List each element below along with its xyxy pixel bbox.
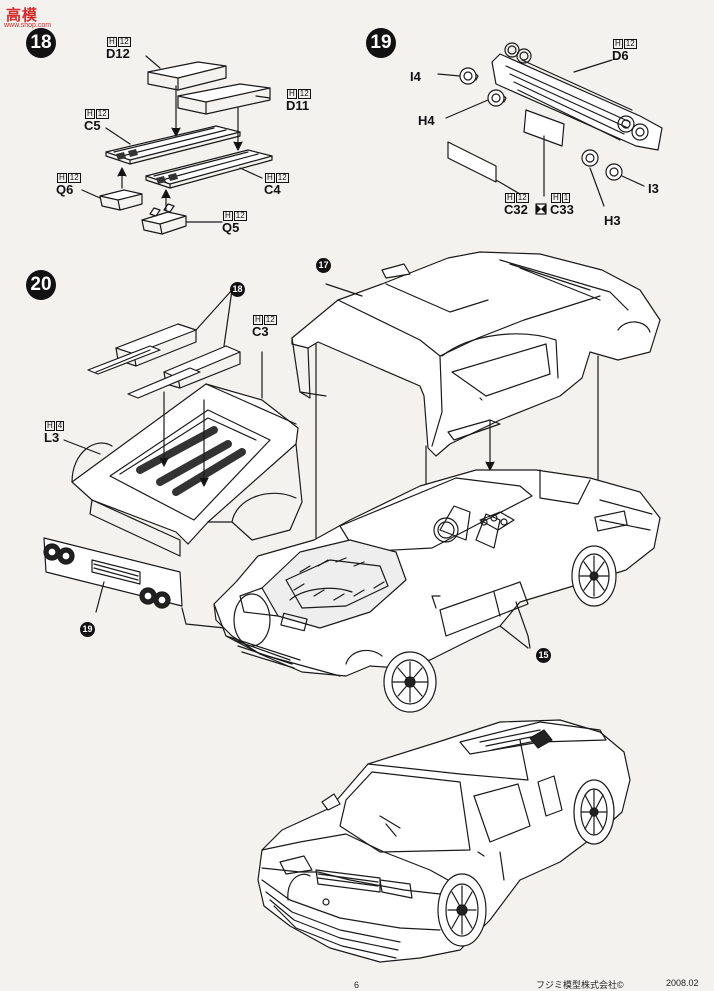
ref-badge-18: 18 <box>230 282 245 297</box>
step-19-badge: 19 <box>366 28 396 58</box>
chassis-front-right-wheel <box>383 651 437 713</box>
chassis-front-left-wheel <box>233 593 271 647</box>
part-label-h4: H4 <box>418 113 435 128</box>
step-20-rear-deck <box>43 289 303 631</box>
decal-icon <box>535 203 547 215</box>
watermark-url: www.shop.com <box>4 22 52 29</box>
step-18-parts <box>81 55 273 235</box>
step-20-chassis <box>213 469 661 713</box>
footer-date: 2008.02 <box>666 978 699 988</box>
chassis-rear-right-wheel <box>571 545 617 607</box>
step-19-parts <box>437 42 663 207</box>
ref-badge-17: 17 <box>316 258 331 273</box>
watermark-logo: 高模 www.shop.com <box>2 2 64 30</box>
part-label-i4: I4 <box>410 69 421 84</box>
finished-car-front-wheel <box>437 873 487 947</box>
part-label-h3: H3 <box>604 213 621 228</box>
step-18-badge: 18 <box>26 28 56 58</box>
part-label-i3: I3 <box>648 181 659 196</box>
ref-badge-19: 19 <box>80 622 95 637</box>
step-20-badge: 20 <box>26 270 56 300</box>
watermark-brand: 高模 <box>6 7 39 24</box>
step-20-body-shell <box>291 251 661 599</box>
footer-copyright: フジミ模型株式会社© <box>536 980 624 990</box>
finished-car-rear-wheel <box>573 779 615 845</box>
finished-car-illustration <box>257 719 631 963</box>
ref-badge-15: 15 <box>536 648 551 663</box>
page-number: 6 <box>354 980 360 990</box>
